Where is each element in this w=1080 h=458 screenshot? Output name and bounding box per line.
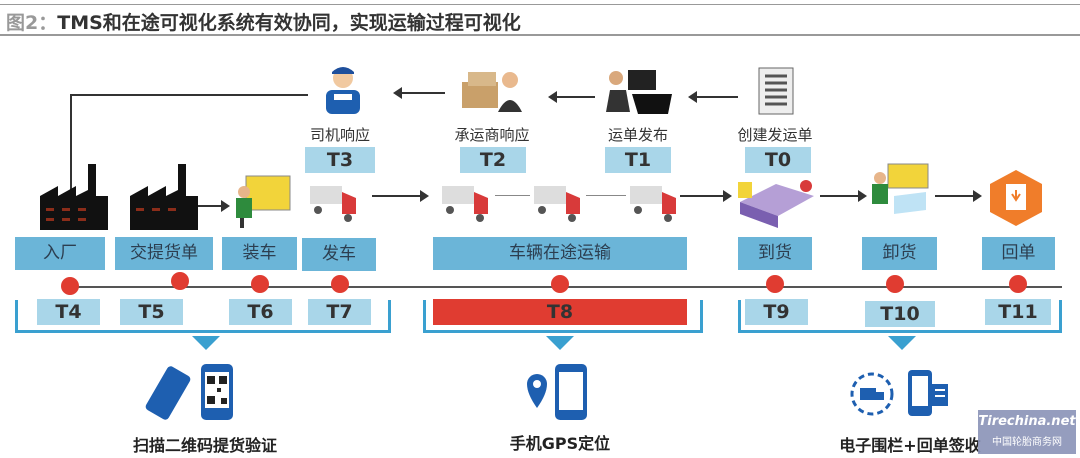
truck-icon	[630, 186, 676, 222]
gps-phone-icon	[527, 364, 587, 420]
factory-icon	[40, 164, 108, 230]
group-bracket-delivery	[738, 300, 1062, 333]
bracket-pointer	[192, 336, 220, 350]
arrow	[680, 190, 732, 202]
truck-icon	[534, 186, 580, 222]
timeline-dot	[251, 275, 269, 293]
step-label: 承运商响应	[454, 126, 530, 144]
timeline-dot	[886, 275, 904, 293]
time-badge-t4: T4	[37, 299, 100, 325]
carrier-icon	[462, 72, 522, 112]
time-badge-t5: T5	[120, 299, 183, 325]
arrival-trucks-icon	[738, 180, 814, 228]
figure-title-text: TMS和在途可视化系统有效协同，实现运输过程可视化	[57, 12, 521, 34]
arrow-t1-to-t2	[548, 91, 595, 103]
timeline-dot	[171, 272, 189, 290]
step-label: 运单发布	[607, 126, 668, 144]
stage-label-loading: 装车	[222, 237, 297, 270]
route-line	[495, 195, 530, 196]
receipt-icon	[990, 170, 1042, 226]
group-bracket-transit	[423, 300, 703, 333]
time-badge-t3: T3	[305, 147, 375, 173]
figure-number: 图2：	[6, 12, 58, 34]
title-rule	[0, 34, 1080, 36]
timeline-dot	[766, 275, 784, 293]
geofence-receipt-icon	[850, 370, 948, 416]
step-label: 创建发运单	[737, 126, 813, 144]
time-badge-t6: T6	[229, 299, 292, 325]
document-icon	[758, 67, 794, 115]
timeline-dot	[61, 277, 79, 295]
timeline-dot	[1009, 275, 1027, 293]
arrow	[935, 190, 982, 202]
timeline-dot	[551, 275, 569, 293]
arrow	[198, 200, 230, 212]
arrow	[372, 190, 429, 202]
connector-line	[70, 94, 308, 96]
group-caption-geofence: 电子围栏+回单签收	[839, 436, 981, 455]
truck-icon	[310, 186, 356, 222]
time-badge-t1: T1	[605, 147, 671, 173]
stage-label-unloading: 卸货	[862, 237, 937, 270]
loading-truck-icon	[236, 175, 291, 228]
route-line	[586, 195, 626, 196]
qr-phone-icon	[145, 364, 233, 420]
unloading-icon	[872, 163, 929, 214]
group-bracket-pickup	[15, 300, 391, 333]
stage-label-in-transit: 车辆在途运输	[433, 237, 687, 270]
arrow-t2-to-t3	[393, 87, 445, 99]
figure-title: 图2：TMS和在途可视化系统有效协同，实现运输过程可视化	[6, 8, 521, 35]
bracket-pointer	[888, 336, 916, 350]
time-badge-t2: T2	[460, 147, 526, 173]
stage-label-departure: 发车	[302, 238, 376, 271]
stage-label-enter-factory: 入厂	[15, 237, 105, 270]
time-badge-t11: T11	[985, 299, 1051, 325]
group-caption-qr: 扫描二维码提货验证	[132, 436, 277, 455]
time-badge-t8: T8	[433, 299, 687, 325]
time-badge-t9: T9	[745, 299, 808, 325]
group-caption-gps: 手机GPS定位	[509, 434, 611, 453]
truck-icon	[442, 186, 488, 222]
warehouse-icon	[130, 164, 198, 230]
connector-line-down	[70, 94, 72, 194]
arrow	[820, 190, 867, 202]
watermark-brand: Tirechina.net	[978, 414, 1076, 429]
top-rule	[0, 4, 1080, 5]
dispatcher-icon	[606, 70, 672, 114]
watermark-cn: 中国轮胎商务网	[992, 437, 1062, 448]
time-badge-t0: T0	[745, 147, 811, 173]
stage-label-arrival: 到货	[738, 237, 812, 270]
stage-label-delivery-note: 交提货单	[115, 237, 213, 270]
arrow-t0-to-t1	[688, 91, 738, 103]
watermark-logo: Tirechina.net 中国轮胎商务网	[978, 410, 1076, 454]
bracket-pointer	[546, 336, 574, 350]
stage-label-receipt: 回单	[982, 237, 1055, 270]
time-badge-t10: T10	[865, 301, 935, 327]
timeline-dot	[331, 275, 349, 293]
driver-icon	[326, 67, 360, 114]
step-label: 司机响应	[309, 126, 370, 144]
time-badge-t7: T7	[308, 299, 371, 325]
